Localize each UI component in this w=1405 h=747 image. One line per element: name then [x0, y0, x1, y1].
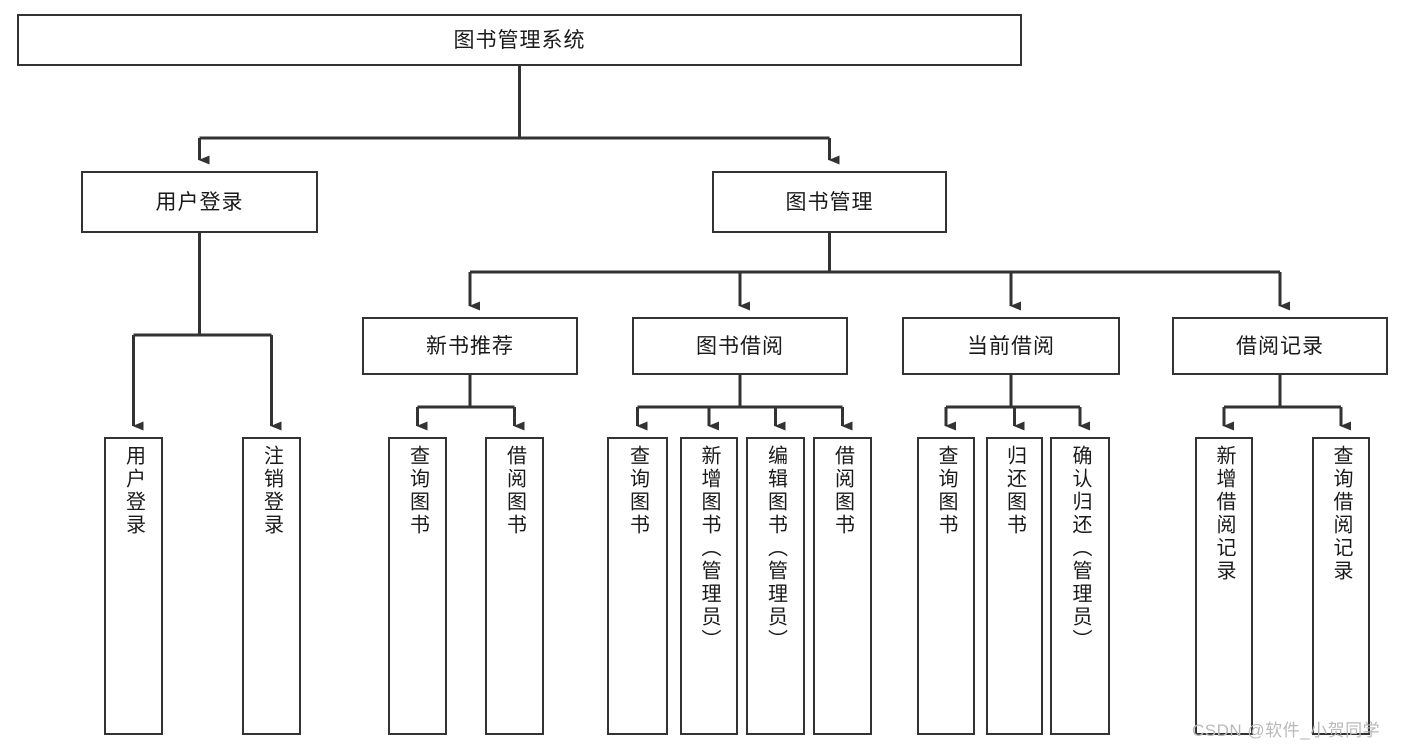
node-leaf1[interactable]: 用户登录: [104, 437, 163, 735]
node-leaf13[interactable]: 查询借阅记录: [1312, 437, 1370, 735]
node-leaf2[interactable]: 注销登录: [242, 437, 301, 735]
node-leaf6[interactable]: 新增图书（管理员）: [680, 437, 738, 735]
node-borrow[interactable]: 图书借阅: [632, 317, 848, 375]
node-label: 新增借阅记录: [1213, 445, 1235, 583]
node-label: 新书推荐: [426, 334, 514, 358]
node-leaf9[interactable]: 查询图书: [917, 437, 975, 735]
node-bookmgmt[interactable]: 图书管理: [712, 171, 947, 233]
node-label: 图书管理系统: [453, 28, 586, 52]
node-label: 用户登录: [155, 190, 244, 214]
node-newbooks[interactable]: 新书推荐: [362, 317, 578, 375]
node-leaf8[interactable]: 借阅图书: [813, 437, 872, 735]
node-label: 注销登录: [260, 445, 283, 537]
node-label: 新增图书（管理员）: [698, 445, 720, 652]
node-login[interactable]: 用户登录: [81, 171, 318, 233]
node-leaf10[interactable]: 归还图书: [986, 437, 1043, 735]
node-label: 借阅记录: [1236, 334, 1324, 358]
node-label: 查询图书: [935, 445, 957, 537]
node-label: 图书借阅: [696, 334, 784, 358]
node-current[interactable]: 当前借阅: [902, 317, 1120, 375]
node-label: 借阅图书: [503, 445, 526, 537]
node-label: 用户登录: [122, 445, 145, 537]
node-label: 确认归还（管理员）: [1069, 445, 1091, 652]
node-label: 借阅图书: [831, 445, 854, 537]
node-label: 查询借阅记录: [1330, 445, 1352, 583]
node-leaf3[interactable]: 查询图书: [388, 437, 447, 735]
node-leaf11[interactable]: 确认归还（管理员）: [1050, 437, 1110, 735]
node-label: 归还图书: [1003, 445, 1026, 537]
node-root[interactable]: 图书管理系统: [17, 14, 1022, 66]
node-leaf7[interactable]: 编辑图书（管理员）: [746, 437, 805, 735]
node-label: 图书管理: [785, 190, 874, 214]
node-label: 查询图书: [626, 445, 649, 537]
edge-group: [132, 66, 1351, 431]
node-label: 查询图书: [406, 445, 429, 537]
csdn-watermark: CSDN @软件_小贺同学: [1192, 721, 1381, 740]
node-leaf4[interactable]: 借阅图书: [485, 437, 544, 735]
node-records[interactable]: 借阅记录: [1172, 317, 1388, 375]
node-leaf5[interactable]: 查询图书: [607, 437, 668, 735]
node-leaf12[interactable]: 新增借阅记录: [1195, 437, 1253, 735]
node-label: 编辑图书（管理员）: [764, 445, 787, 652]
node-label: 当前借阅: [967, 334, 1055, 358]
